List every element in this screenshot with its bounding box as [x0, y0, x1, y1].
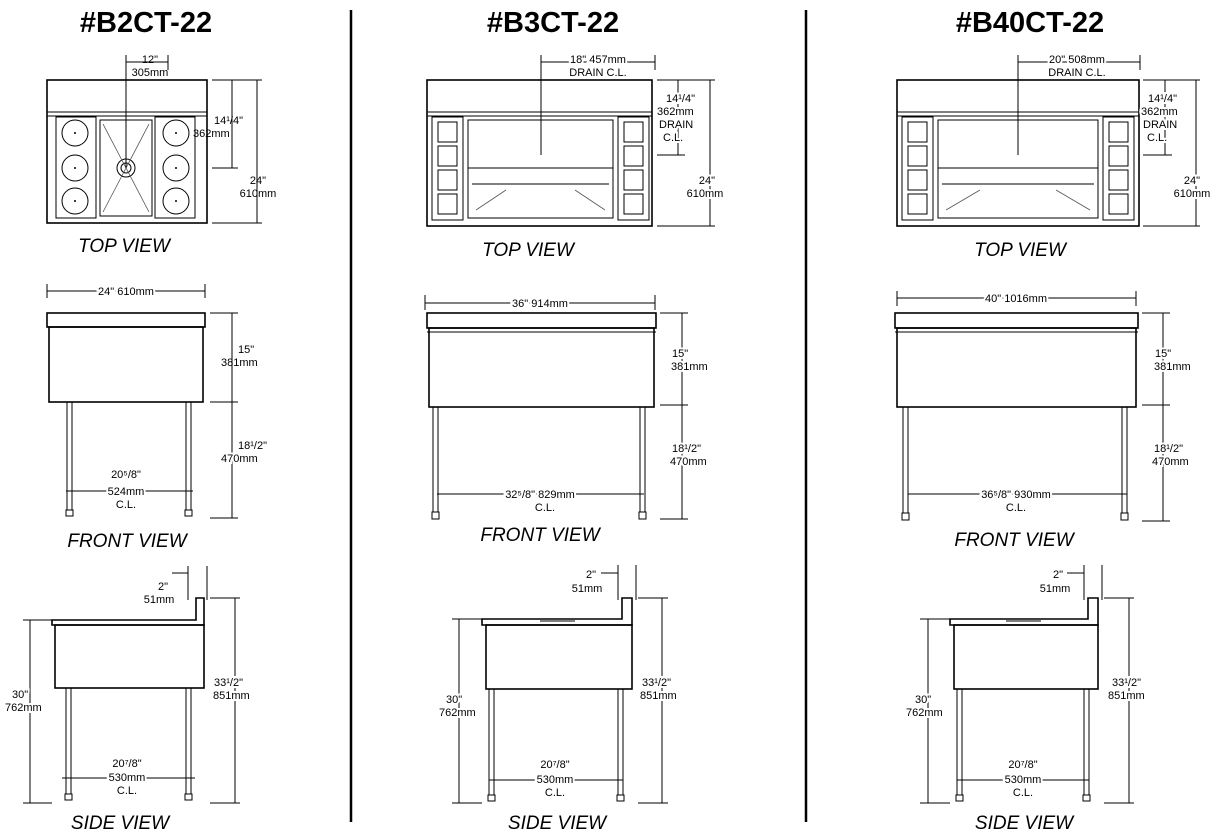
top-overall-dim-in: 24": [1184, 175, 1200, 187]
front-height-dim-mm: 381mm: [221, 357, 258, 369]
front-leg-spacing-cl: C.L.: [535, 502, 555, 514]
side-work-height-in: 30": [915, 694, 931, 706]
side-leg-spacing-mm: 530mm: [109, 772, 146, 784]
side-overall-height-in: 33¹/2": [642, 677, 671, 689]
front-height-dim-in: 15": [672, 348, 688, 360]
front-view-label: FRONT VIEW: [954, 530, 1075, 551]
front-leg-dim-mm: 470mm: [221, 453, 258, 465]
top-overall-dim-mm: 610mm: [687, 188, 724, 200]
front-view-drawing: [894, 291, 1170, 522]
side-view-drawing: [452, 565, 668, 804]
top-width-dim-line1: 20" 508mm: [1049, 54, 1105, 66]
top-width-dim-line1: 18" 457mm: [570, 54, 626, 66]
front-width-dim: 40" 1016mm: [985, 293, 1047, 305]
side-splash-dim-in: 2": [1053, 569, 1063, 581]
top-overall-dim-in: 24": [699, 175, 715, 187]
top-view-drawing: [46, 55, 262, 224]
front-width-dim: 24" 610mm: [98, 286, 154, 298]
side-splash-dim-mm: 51mm: [1040, 583, 1071, 595]
side-splash-dim-in: 2": [586, 569, 596, 581]
front-leg-dim-in: 18¹/2": [672, 443, 701, 455]
side-overall-height-mm: 851mm: [213, 690, 250, 702]
top-depth-dim-mm: 362mm: [193, 128, 230, 140]
top-width-dim-mm: 305mm: [132, 67, 169, 79]
side-view-label: SIDE VIEW: [975, 813, 1075, 834]
top-depth-dim-in: 14¹/4": [666, 93, 695, 105]
front-view-drawing: [424, 295, 688, 520]
front-leg-dim-in: 18¹/2": [1154, 443, 1183, 455]
front-leg-spacing-in: 20⁵/8": [111, 469, 141, 481]
front-view-drawing: [46, 284, 238, 519]
side-leg-spacing-cl: C.L.: [1013, 787, 1033, 799]
side-work-height-in: 30": [12, 689, 28, 701]
top-width-dim-line2: DRAIN C.L.: [569, 67, 626, 79]
top-view-label: TOP VIEW: [78, 236, 172, 257]
top-view-drawing: [426, 55, 715, 227]
top-depth-dim-cl: C.L.: [663, 132, 683, 144]
front-leg-spacing-mm: 524mm: [108, 486, 145, 498]
front-height-dim-mm: 381mm: [671, 361, 708, 373]
side-overall-height-in: 33¹/2": [1112, 677, 1141, 689]
front-leg-spacing-line1: 36⁵/8" 930mm: [981, 489, 1051, 501]
side-view-drawing: [23, 566, 240, 804]
side-overall-height-in: 33¹/2": [214, 677, 243, 689]
side-leg-spacing-in: 20⁷/8": [112, 758, 141, 770]
model-title: #B3CT-22: [487, 7, 619, 39]
model-b2ct-22: #B2CT-22 12" 30: [3, 7, 277, 834]
top-view-label: TOP VIEW: [974, 240, 1068, 261]
front-height-dim-in: 15": [1155, 348, 1171, 360]
front-leg-spacing-line1: 32⁵/8" 829mm: [505, 489, 575, 501]
front-leg-dim-in: 18¹/2": [238, 440, 267, 452]
top-width-dim-in: 12": [142, 54, 158, 66]
top-depth-dim-in: 14¹/4": [214, 115, 243, 127]
front-view-label: FRONT VIEW: [480, 525, 601, 546]
front-height-dim-in: 15": [238, 344, 254, 356]
top-view-label: TOP VIEW: [482, 240, 576, 261]
side-view-label: SIDE VIEW: [71, 813, 171, 834]
side-leg-spacing-mm: 530mm: [1005, 774, 1042, 786]
side-work-height-in: 30": [446, 694, 462, 706]
top-view-drawing: [896, 55, 1200, 227]
top-overall-dim-mm: 610mm: [240, 188, 277, 200]
model-b40ct-22: #B40CT-22 20" 508mm DRAIN C.L: [894, 7, 1212, 834]
side-work-height-mm: 762mm: [5, 702, 42, 714]
side-leg-spacing-in: 20⁷/8": [1008, 759, 1037, 771]
top-overall-dim-in: 24": [250, 175, 266, 187]
side-work-height-mm: 762mm: [906, 707, 943, 719]
side-view-drawing: [920, 565, 1134, 804]
top-depth-dim-cl: C.L.: [1147, 132, 1167, 144]
top-width-dim-line2: DRAIN C.L.: [1048, 67, 1105, 79]
side-splash-dim-mm: 51mm: [144, 594, 175, 606]
top-depth-dim-in: 14¹/4": [1148, 93, 1177, 105]
side-leg-spacing-in: 20⁷/8": [540, 759, 569, 771]
model-b3ct-22: #B3CT-22 18" 457mm DRAIN C.L.: [424, 7, 725, 834]
front-leg-dim-mm: 470mm: [1152, 456, 1189, 468]
front-leg-spacing-cl: C.L.: [1006, 502, 1026, 514]
side-leg-spacing-cl: C.L.: [545, 787, 565, 799]
front-leg-spacing-cl: C.L.: [116, 499, 136, 511]
top-depth-dim-drain: DRAIN: [1143, 119, 1177, 131]
front-width-dim: 36" 914mm: [512, 298, 568, 310]
side-leg-spacing-mm: 530mm: [537, 774, 574, 786]
side-splash-dim-in: 2": [158, 581, 168, 593]
top-overall-dim-mm: 610mm: [1174, 188, 1211, 200]
side-overall-height-mm: 851mm: [1108, 690, 1145, 702]
top-depth-dim-mm: 362mm: [657, 106, 694, 118]
side-overall-height-mm: 851mm: [640, 690, 677, 702]
side-view-label: SIDE VIEW: [508, 813, 608, 834]
side-leg-spacing-cl: C.L.: [117, 785, 137, 797]
front-leg-dim-mm: 470mm: [670, 456, 707, 468]
side-work-height-mm: 762mm: [439, 707, 476, 719]
side-splash-dim-mm: 51mm: [572, 583, 603, 595]
front-height-dim-mm: 381mm: [1154, 361, 1191, 373]
model-title: #B2CT-22: [80, 7, 212, 39]
front-view-label: FRONT VIEW: [67, 531, 188, 552]
model-title: #B40CT-22: [956, 7, 1104, 39]
top-depth-dim-mm: 362mm: [1141, 106, 1178, 118]
top-depth-dim-drain: DRAIN: [659, 119, 693, 131]
